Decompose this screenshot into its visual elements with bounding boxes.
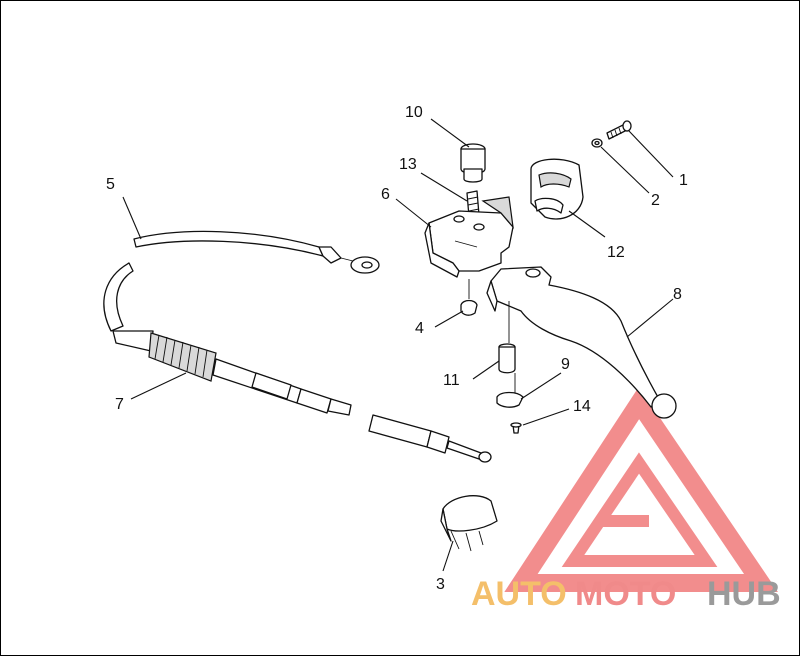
callout-13: 13 (399, 156, 417, 173)
part-11-sleeve (498, 301, 516, 374)
callout-9: 9 (561, 356, 570, 373)
watermark-logo (504, 386, 778, 592)
part-14-small-screw (510, 422, 522, 434)
callout-12: 12 (607, 244, 625, 261)
part-4-clip (460, 279, 478, 316)
part-3-cable-clip (440, 495, 498, 552)
watermark-moto: MOTO (575, 575, 676, 613)
watermark-triangle-inner (561, 452, 718, 567)
callout-11: 11 (443, 372, 460, 389)
part-8-lever (486, 266, 677, 419)
watermark-wordmark: AUTO MOTO HUB (471, 575, 781, 613)
callout-3: 3 (436, 576, 445, 593)
callout-labels: 1 2 3 4 5 6 7 8 9 10 11 12 13 14 (106, 104, 688, 593)
callout-7: 7 (115, 396, 124, 413)
watermark-hub: HUB (707, 575, 781, 613)
watermark-auto: AUTO (471, 575, 567, 613)
part-2-washer (591, 138, 603, 148)
callout-1: 1 (679, 172, 688, 189)
part-6-housing (424, 196, 514, 278)
callout-4: 4 (415, 320, 424, 337)
callout-6: 6 (381, 186, 390, 203)
cable-end-fitting (368, 414, 492, 463)
callout-10: 10 (405, 104, 423, 121)
part-5-cable-sleeve (103, 230, 380, 332)
part-9-lock-clip (496, 373, 524, 408)
part-7-cable-boot (112, 330, 352, 416)
callout-8: 8 (673, 286, 682, 303)
callout-5: 5 (106, 176, 115, 193)
watermark-triangle-outer (504, 386, 778, 592)
callout-14: 14 (573, 398, 591, 415)
part-1-screw (606, 120, 632, 140)
leader-lines (122, 118, 674, 572)
part-10-pivot-pin (460, 143, 486, 183)
callout-2: 2 (651, 192, 660, 209)
part-12-clamp (530, 158, 584, 220)
